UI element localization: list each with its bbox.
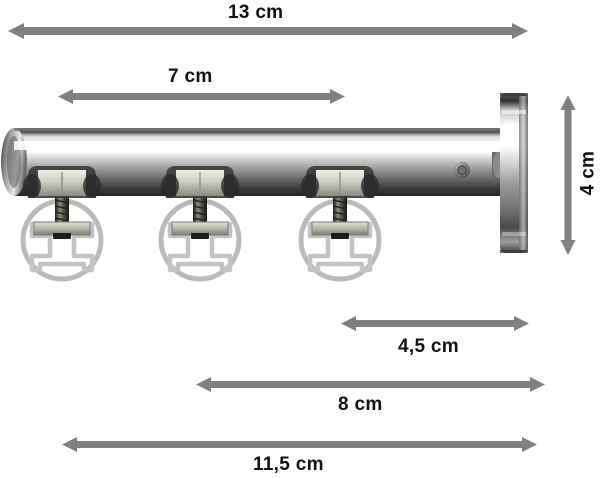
dimension-label-bracket-span: 7 cm	[168, 66, 213, 87]
dimension-arrow-plate-height	[560, 95, 576, 255]
dimension-label-plate-height: 4 cm	[577, 150, 599, 196]
dimension-arrow-projection	[196, 377, 545, 392]
dimension-label-overall-projection: 11,5 cm	[253, 454, 324, 475]
dimension-label-total-length: 13 cm	[228, 2, 284, 23]
clamp-screw	[33, 196, 91, 239]
clamp-saddle	[23, 166, 101, 198]
clamp-saddle	[301, 166, 379, 198]
dimension-arrow-overall-projection	[62, 437, 537, 452]
clamp-saddle	[161, 166, 239, 198]
dimension-arrow-wall-offset	[341, 316, 529, 331]
clamp-saddle-group	[23, 166, 379, 198]
product-illustration	[1, 93, 528, 282]
dimension-label-wall-offset: 4,5 cm	[398, 336, 459, 357]
set-screw-icon	[454, 162, 470, 178]
dimension-arrow-total-length	[8, 23, 528, 39]
dimension-label-projection: 8 cm	[338, 394, 383, 415]
clamp-screw	[311, 196, 369, 239]
dimension-arrow-bracket-span	[58, 89, 345, 104]
clamp-screw	[171, 196, 229, 239]
wall-plate	[492, 93, 528, 253]
clamp-hardware-group	[33, 196, 369, 239]
